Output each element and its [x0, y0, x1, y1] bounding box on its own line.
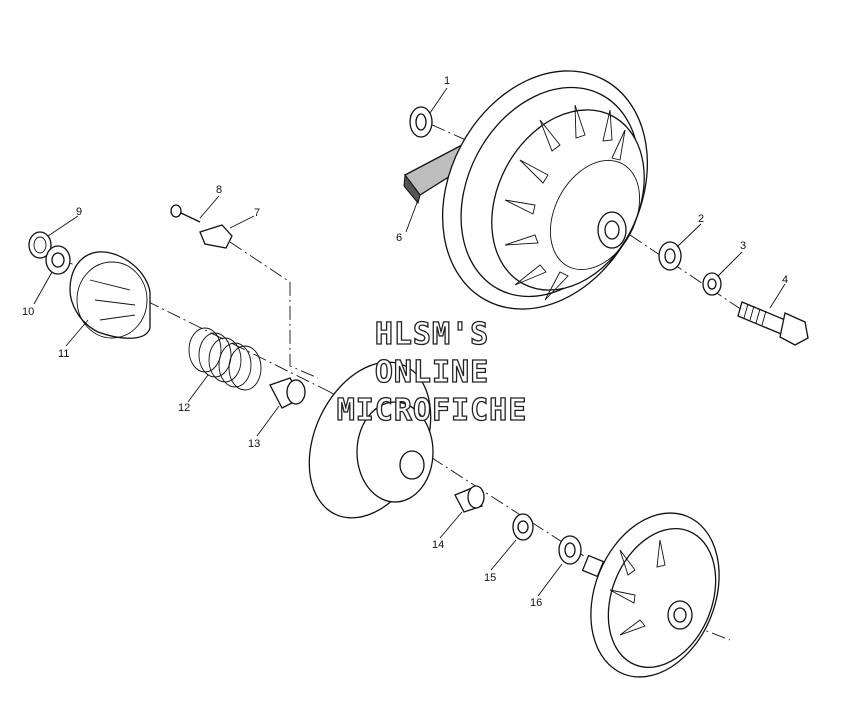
callout-6: 6 [396, 232, 402, 244]
stationary-sheave [581, 512, 720, 678]
callout-10: 10 [22, 306, 34, 318]
part-2-washer [658, 241, 682, 271]
callout-9: 9 [76, 206, 82, 218]
callout-2: 2 [698, 213, 704, 225]
watermark-line-2: ONLINE [375, 355, 489, 390]
callout-14: 14 [432, 539, 444, 551]
drive-clutch-sheave [441, 70, 649, 310]
part-16-washer [558, 535, 582, 565]
callouts: 1 2 3 4 6 7 8 9 10 11 12 13 14 15 16 [22, 75, 788, 609]
part-9-snap-ring [28, 231, 52, 259]
watermark-line-1: HLSM'S [375, 317, 489, 352]
part-15-washer [512, 513, 534, 541]
watermark: HLSM'S ONLINE MICROFICHE [336, 316, 528, 428]
callout-16: 16 [530, 597, 542, 609]
callout-15: 15 [484, 572, 496, 584]
part-1-washer [409, 106, 433, 138]
watermark-line-3: MICROFICHE [337, 393, 528, 428]
moveable-sheave [308, 361, 434, 519]
part-7-weight [199, 224, 233, 249]
callout-1: 1 [444, 75, 450, 87]
callout-4: 4 [782, 274, 788, 286]
callout-8: 8 [216, 184, 222, 196]
leader-lines [33, 87, 786, 597]
callout-7: 7 [254, 207, 260, 219]
part-13-bushing [269, 377, 306, 409]
part-3-lock-washer [702, 272, 722, 296]
part-12-spring [188, 327, 262, 391]
part-8-screw [170, 204, 201, 223]
callout-13: 13 [248, 438, 260, 450]
callout-3: 3 [740, 240, 746, 252]
part-10-washer [45, 245, 71, 275]
part-14-bushing [454, 485, 485, 513]
callout-11: 11 [58, 348, 69, 360]
part-11-cam [69, 251, 151, 339]
callout-12: 12 [178, 402, 190, 414]
part-4-bolt [737, 301, 809, 346]
